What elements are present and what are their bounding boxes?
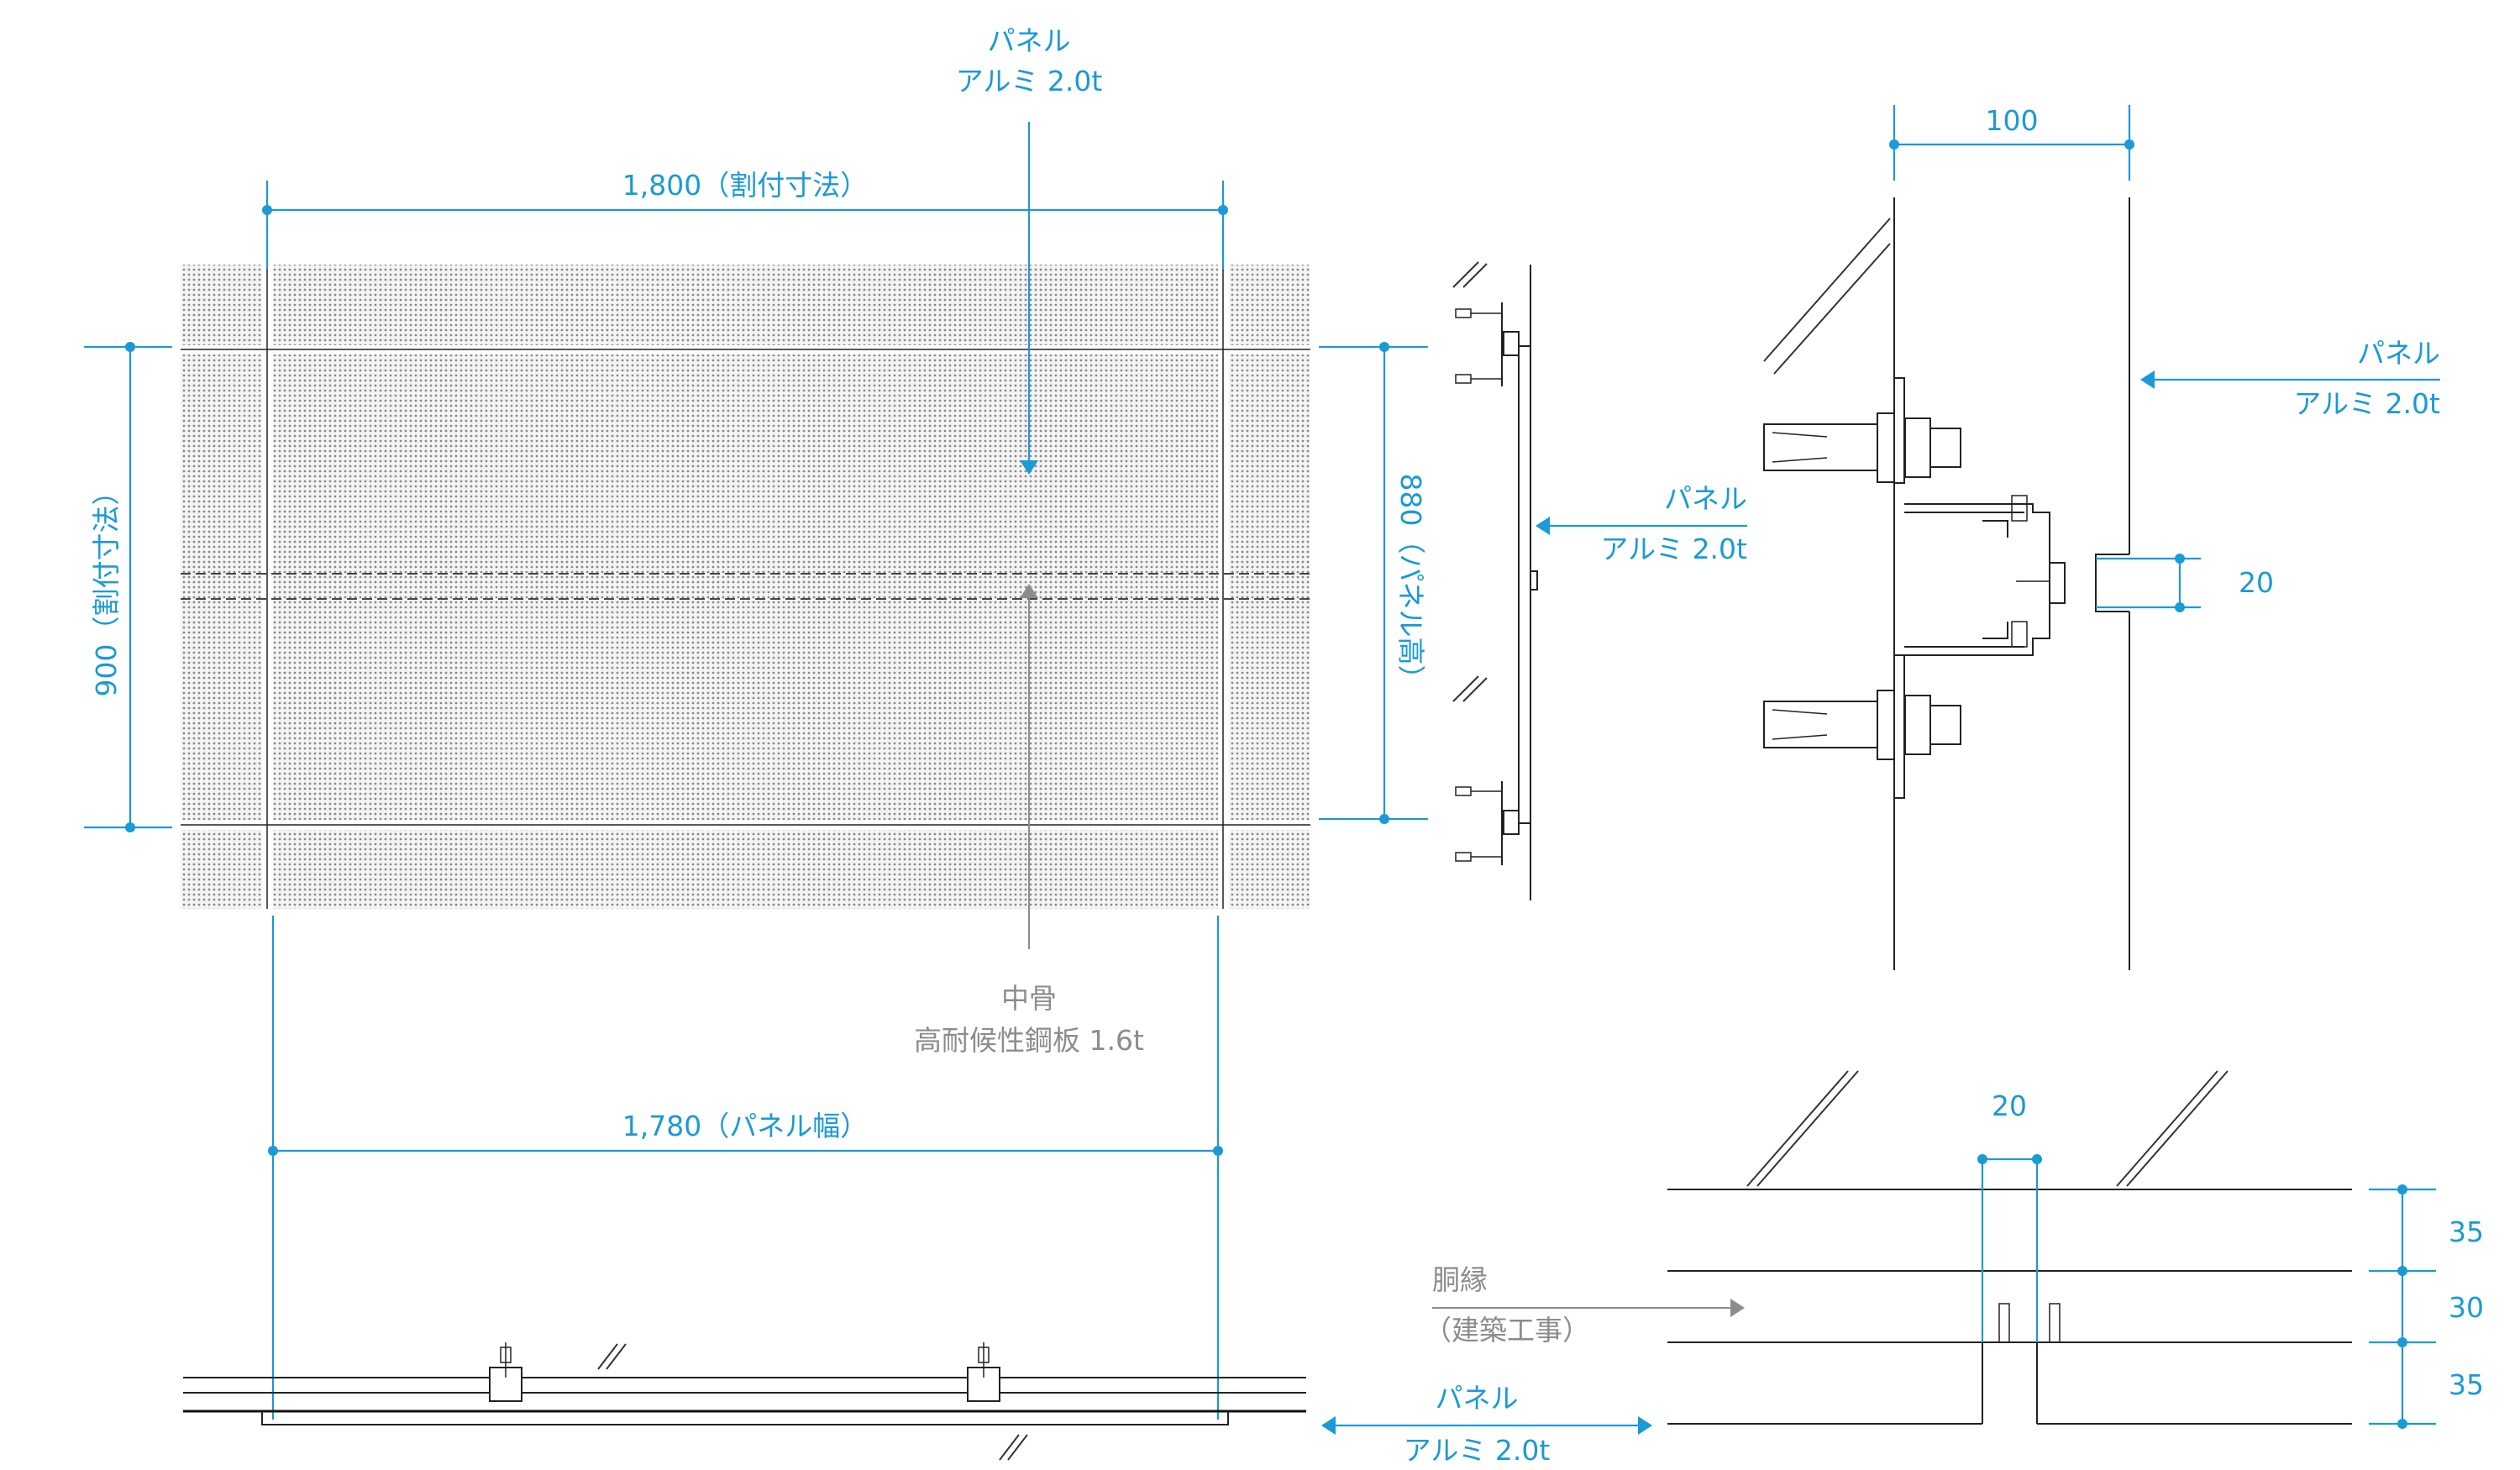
small-section-panel-label-1: パネル <box>1664 482 1747 515</box>
small-section-panel-label-2: アルミ 2.0t <box>1600 533 1747 565</box>
detail-panel-label-1: パネル <box>2357 337 2440 370</box>
plan-view <box>183 1342 1306 1461</box>
elevation-panel-label-1: パネル <box>988 24 1071 57</box>
detail-width-dimension: 100 <box>1986 104 2039 137</box>
plan-panel-label-2: アルミ 2.0t <box>1404 1434 1551 1467</box>
plan-panel-label-1: パネル <box>1436 1382 1519 1415</box>
elevation-view: パネル アルミ 2.0t 1,800（割付寸法） 900（割付寸法） 中骨 高耐… <box>84 24 1310 1420</box>
arrow-right-icon <box>1638 1416 1652 1435</box>
panel-width-dimension: 1,780（パネル幅） <box>622 1110 868 1142</box>
arrow-left-icon <box>1536 517 1550 535</box>
arrow-right-icon <box>1730 1299 1745 1317</box>
detail-gap-dimension: 20 <box>2239 566 2274 599</box>
furring-label-1: 胴縁 <box>1432 1263 1488 1296</box>
arrow-up-icon <box>1020 584 1038 598</box>
arrow-left-icon <box>2140 370 2155 389</box>
furring-label-2: （建築工事） <box>1424 1314 1590 1347</box>
elevation-panel-label-2: アルミ 2.0t <box>956 65 1103 97</box>
detail-section-view: 100 <box>1763 104 2440 970</box>
small-section-view: 880（パネル高） パネル アルミ 2.0t <box>1319 261 1747 900</box>
anchor-bolt-bottom <box>1763 654 1961 799</box>
anchor-bolt-top <box>1763 377 1961 484</box>
panel-height-dimension: 880（パネル高） <box>1394 474 1427 693</box>
arrow-down-icon <box>1020 460 1038 475</box>
stud-label-1: 中骨 <box>1001 982 1057 1015</box>
bracket-bottom <box>1455 781 1520 865</box>
plan-detail-view: 20 胴縁 （建築工事） パネル アルミ 2.0t 35 30 35 <box>1321 1070 2484 1467</box>
perforated-panels <box>181 265 1310 909</box>
detail-panel-label-2: アルミ 2.0t <box>2293 387 2440 420</box>
bracket-top <box>1455 302 1520 386</box>
plan-dimension-2: 30 <box>2449 1291 2484 1324</box>
plan-gap-dimension: 20 <box>1992 1089 2027 1122</box>
width-split-dimension: 1,800（割付寸法） <box>622 169 868 202</box>
height-split-dimension: 900（割付寸法） <box>90 478 123 697</box>
stud-label-2: 高耐候性鋼板 1.6t <box>914 1024 1144 1057</box>
arrow-left-icon <box>1321 1416 1336 1435</box>
plan-dimension-1: 35 <box>2449 1215 2484 1248</box>
plan-dimension-3: 35 <box>2449 1368 2484 1401</box>
